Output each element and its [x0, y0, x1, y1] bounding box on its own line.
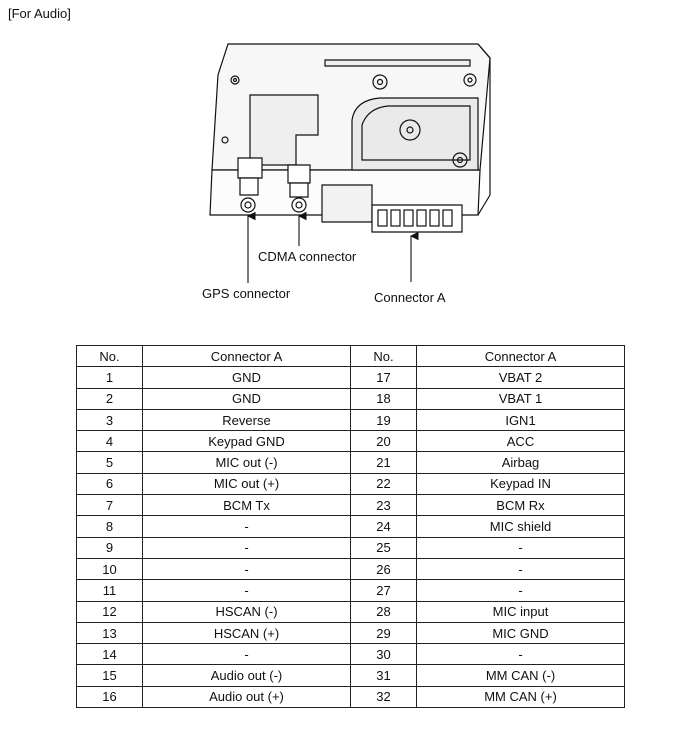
pin-number: 7 [76, 494, 143, 517]
pin-function: BCM Rx [416, 494, 625, 517]
pin-number: 8 [76, 515, 143, 538]
pin-function: ACC [416, 430, 625, 453]
table-row: 10-26- [76, 557, 625, 581]
pin-function: - [416, 579, 625, 602]
pin-number: 4 [76, 430, 143, 453]
section-title: [For Audio] [8, 6, 71, 21]
pin-number: 18 [350, 387, 417, 410]
pin-function: GND [142, 387, 351, 410]
pin-function: GND [142, 366, 351, 389]
pin-function: MIC out (+) [142, 472, 351, 496]
pin-number: 27 [350, 579, 417, 602]
cdma-connector-drawing [287, 164, 311, 213]
pin-number: 14 [76, 643, 143, 666]
table-row: 14-30- [76, 643, 625, 666]
pin-number: 10 [76, 557, 143, 581]
pin-function: - [416, 643, 625, 666]
unit-housing [209, 43, 491, 223]
pin-function: VBAT 2 [416, 366, 625, 389]
header-no-right: No. [350, 344, 417, 368]
header-connector-left: Connector A [142, 344, 351, 368]
pin-function: - [142, 557, 351, 581]
table-header-row: No. Connector A No. Connector A [76, 344, 625, 368]
pin-number: 21 [350, 451, 417, 474]
pin-number: 22 [350, 472, 417, 496]
pin-number: 19 [350, 408, 417, 432]
pin-function: Reverse [142, 408, 351, 432]
pin-number: 26 [350, 557, 417, 581]
pin-number: 11 [76, 579, 143, 602]
pin-number: 9 [76, 536, 143, 559]
pin-number: 12 [76, 600, 143, 623]
pin-function: HSCAN (-) [142, 600, 351, 623]
pin-function: MIC shield [416, 515, 625, 538]
pin-function: - [142, 579, 351, 602]
pin-function: Keypad GND [142, 430, 351, 453]
pin-number: 30 [350, 643, 417, 666]
pin-function: MIC GND [416, 621, 625, 645]
pin-function: MM CAN (+) [416, 685, 625, 709]
pin-function: IGN1 [416, 408, 625, 432]
pin-function: - [416, 536, 625, 559]
pin-function: Airbag [416, 451, 625, 474]
pin-number: 31 [350, 664, 417, 687]
connector-a-drawing [371, 204, 463, 233]
table-row: 9-25- [76, 536, 625, 559]
connector-a-label: Connector A [374, 290, 446, 305]
pin-function: - [416, 557, 625, 581]
gps-connector-drawing [237, 157, 263, 213]
leader-lines [246, 211, 419, 283]
pin-number: 5 [76, 451, 143, 474]
pin-number: 29 [350, 621, 417, 645]
pin-number: 20 [350, 430, 417, 453]
pin-function: VBAT 1 [416, 387, 625, 410]
pin-function: Keypad IN [416, 472, 625, 496]
pin-number: 25 [350, 536, 417, 559]
pin-function: - [142, 536, 351, 559]
header-connector-right: Connector A [416, 344, 625, 368]
pin-number: 15 [76, 664, 143, 687]
pin-function: HSCAN (+) [142, 621, 351, 645]
pin-number: 28 [350, 600, 417, 623]
pin-number: 24 [350, 515, 417, 538]
pin-function: MIC out (-) [142, 451, 351, 474]
pin-number: 23 [350, 494, 417, 517]
gps-connector-label: GPS connector [202, 286, 291, 301]
pin-number: 13 [76, 621, 143, 645]
audio-unit-diagram: CDMA connector GPS connector Connector A [202, 43, 491, 305]
pin-number: 2 [76, 387, 143, 410]
pin-number: 3 [76, 408, 143, 432]
pin-number: 17 [350, 366, 417, 389]
pin-function: BCM Tx [142, 494, 351, 517]
pin-function: Audio out (-) [142, 664, 351, 687]
header-no-left: No. [76, 344, 143, 368]
pin-function: - [142, 515, 351, 538]
pin-function: Audio out (+) [142, 685, 351, 709]
pin-number: 32 [350, 685, 417, 709]
pin-function: MIC input [416, 600, 625, 623]
pin-number: 1 [76, 366, 143, 389]
table-row: 11-27- [76, 579, 625, 602]
pin-function: - [142, 643, 351, 666]
cdma-connector-label: CDMA connector [258, 249, 357, 264]
pin-function: MM CAN (-) [416, 664, 625, 687]
pin-number: 6 [76, 472, 143, 496]
pin-number: 16 [76, 685, 143, 709]
